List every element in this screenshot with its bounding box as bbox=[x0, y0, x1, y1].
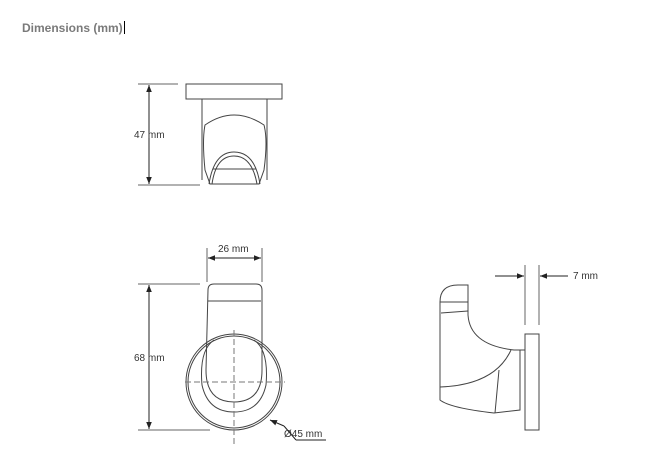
page-title: Dimensions (mm) bbox=[22, 21, 125, 35]
front-width-label: 26 mm bbox=[218, 244, 249, 255]
diameter-label: Ø45 mm bbox=[284, 429, 322, 440]
title-text: Dimensions (mm) bbox=[22, 21, 123, 35]
text-cursor bbox=[123, 21, 125, 34]
side-thickness-label: 7 mm bbox=[573, 271, 598, 282]
side-view bbox=[439, 265, 568, 431]
front-height-label: 68 mm bbox=[134, 353, 165, 364]
front-view bbox=[138, 248, 326, 445]
top-height-label: 47 mm bbox=[134, 130, 165, 141]
top-view bbox=[138, 83, 283, 186]
